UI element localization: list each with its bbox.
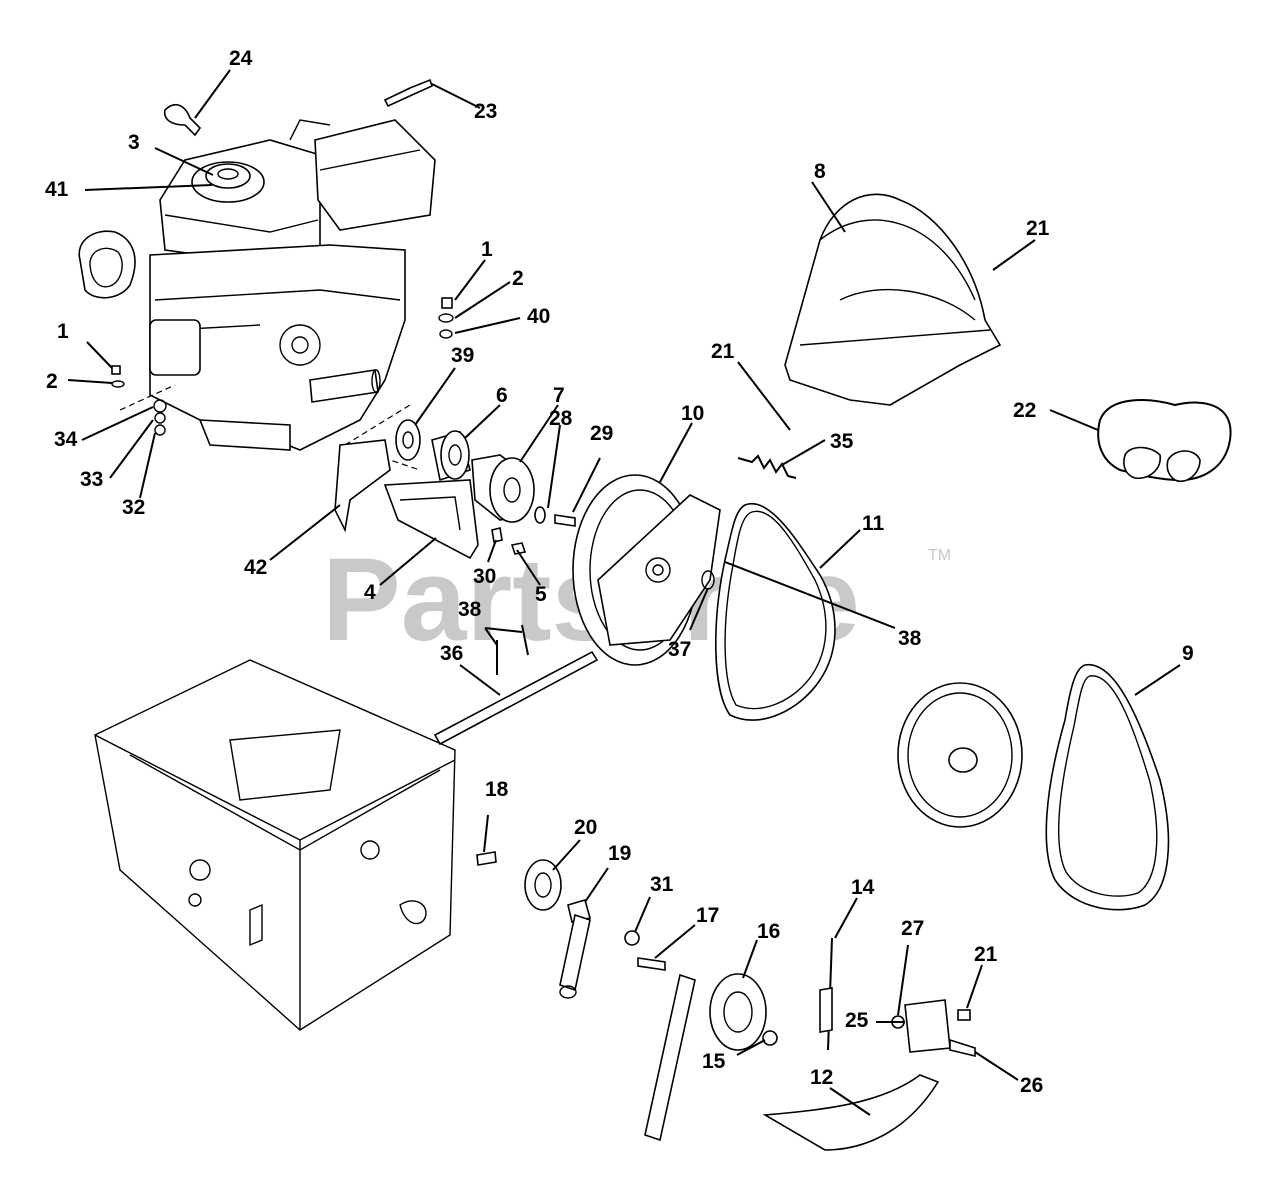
harness-22 (1097, 399, 1232, 482)
callout-32: 32 (122, 496, 145, 519)
callout-39: 39 (451, 344, 474, 367)
callout-9: 9 (1182, 642, 1194, 665)
callout-33: 33 (80, 468, 103, 491)
callout-31: 31 (650, 873, 674, 896)
callout-26: 26 (1020, 1074, 1043, 1097)
callout-16: 16 (757, 920, 780, 943)
callout-27: 27 (901, 917, 924, 940)
callout-7: 7 (553, 384, 565, 407)
callout-6: 6 (496, 384, 508, 407)
callout-40: 40 (527, 305, 550, 328)
pulley-9-group (897, 664, 1170, 911)
callout-1b: 1 (57, 320, 69, 343)
drive-pulleys (334, 419, 599, 746)
frame-housing (94, 659, 456, 1031)
callout-38b: 38 (898, 627, 922, 650)
callout-20: 20 (574, 816, 597, 839)
callout-42: 42 (244, 556, 267, 579)
pulley-10 (572, 474, 721, 666)
callout-19: 19 (608, 842, 631, 865)
callout-8: 8 (814, 160, 826, 183)
callout-12: 12 (810, 1066, 833, 1089)
callout-29: 29 (590, 422, 613, 445)
callout-3: 3 (128, 131, 140, 154)
callout-25: 25 (845, 1009, 869, 1032)
callout-21b: 21 (711, 340, 735, 363)
callout-41: 41 (45, 178, 69, 201)
callout-30: 30 (473, 565, 496, 588)
callout-2a: 2 (512, 267, 524, 290)
callout-14: 14 (851, 876, 875, 899)
callout-10: 10 (681, 402, 704, 425)
callout-21a: 21 (1026, 217, 1050, 240)
watermark-trademark: TM (928, 547, 951, 564)
idler-assemblies (476, 851, 976, 1151)
callout-36: 36 (440, 642, 463, 665)
callout-38a: 38 (458, 598, 482, 621)
spring-35 (737, 454, 797, 479)
callout-37: 37 (668, 638, 691, 661)
engine (78, 119, 436, 471)
callout-35: 35 (830, 430, 854, 453)
callout-2b: 2 (46, 370, 58, 393)
belt-11 (714, 502, 836, 721)
callout-1a: 1 (481, 238, 493, 261)
callout-34: 34 (54, 428, 78, 451)
callout-labels: 24 23 3 41 1 2 40 1 2 34 33 32 39 6 7 28… (45, 47, 1194, 1097)
leader-lines (67, 69, 1181, 1116)
callout-18: 18 (485, 778, 509, 801)
callout-17: 17 (696, 904, 719, 927)
callout-21c: 21 (974, 943, 998, 966)
callout-23: 23 (474, 100, 497, 123)
callout-11: 11 (862, 512, 885, 535)
callout-4: 4 (364, 581, 376, 604)
callout-22: 22 (1013, 399, 1036, 422)
engine-hardware (111, 78, 454, 436)
callout-28: 28 (549, 407, 573, 430)
belt-cover-8 (784, 193, 1002, 406)
callout-15: 15 (702, 1050, 726, 1073)
callout-24: 24 (229, 47, 253, 70)
callout-5: 5 (535, 583, 547, 606)
